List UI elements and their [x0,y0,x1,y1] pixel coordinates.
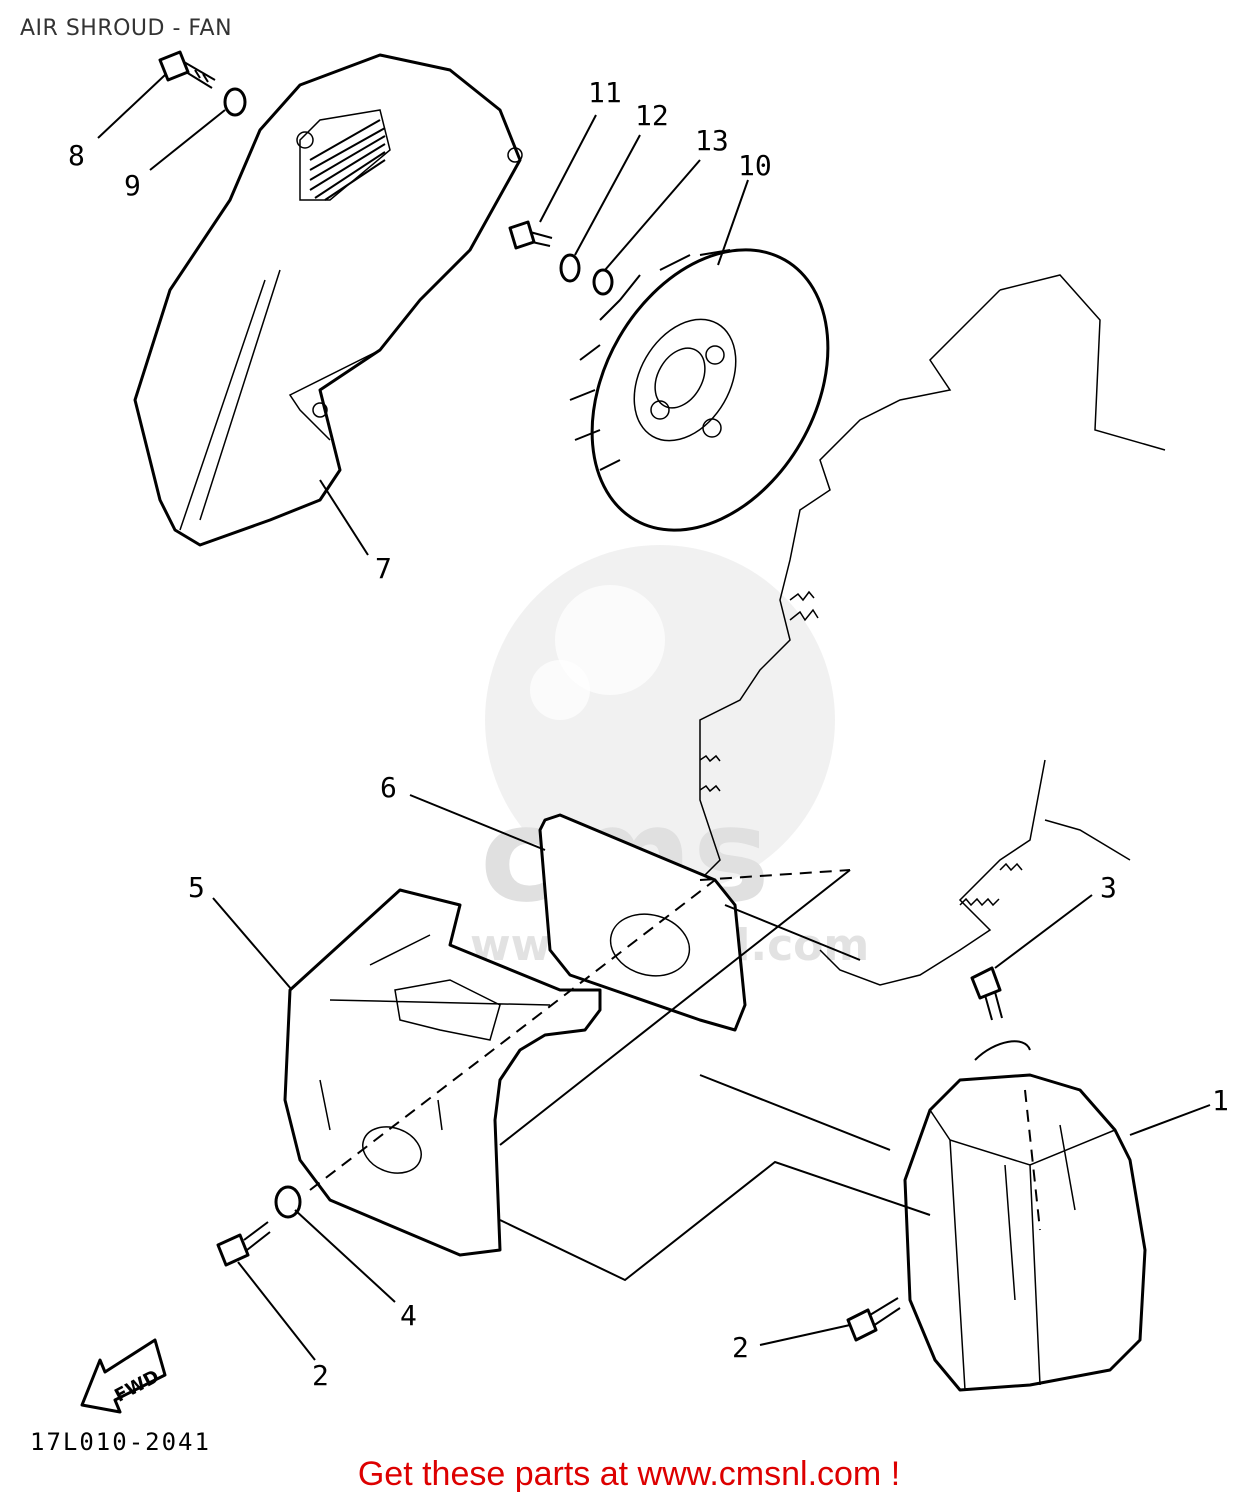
callout-11: 11 [588,76,622,109]
callout-10: 10 [738,149,772,182]
callout-6: 6 [380,771,397,804]
cooling-fan [569,248,830,532]
callout-4: 4 [400,1299,417,1332]
mounting-bracket [283,888,602,1257]
electrical-box [903,1040,1147,1392]
callout-8: 8 [68,139,85,172]
assembly-lines [309,869,1041,1282]
callout-1: 1 [1212,1084,1229,1117]
leader-lines [97,74,1211,1361]
callout-5: 5 [188,871,205,904]
callout-2-right: 2 [732,1331,749,1364]
callout-13: 13 [695,124,729,157]
small-bolts [216,966,1003,1342]
callout-labels: 8 9 11 12 13 10 7 6 5 3 1 4 2 2 [68,76,1229,1392]
diagram-title: AIR SHROUD - FAN [20,16,233,41]
engine-outline [699,274,1166,986]
gasket-plate [538,813,747,1032]
callout-2-left: 2 [312,1359,329,1392]
promo-link[interactable]: Get these parts at www.cmsnl.com ! [357,1455,901,1493]
callout-7: 7 [375,552,392,585]
hardware-bolts [158,50,614,296]
fwd-arrow-icon: FWD [80,1338,167,1414]
air-shroud-cover [133,53,523,547]
callout-9: 9 [124,169,141,202]
callout-12: 12 [635,99,669,132]
callout-3: 3 [1100,871,1117,904]
drawing-code: 17L010-2041 [30,1428,211,1456]
engine-fins [699,590,1023,907]
